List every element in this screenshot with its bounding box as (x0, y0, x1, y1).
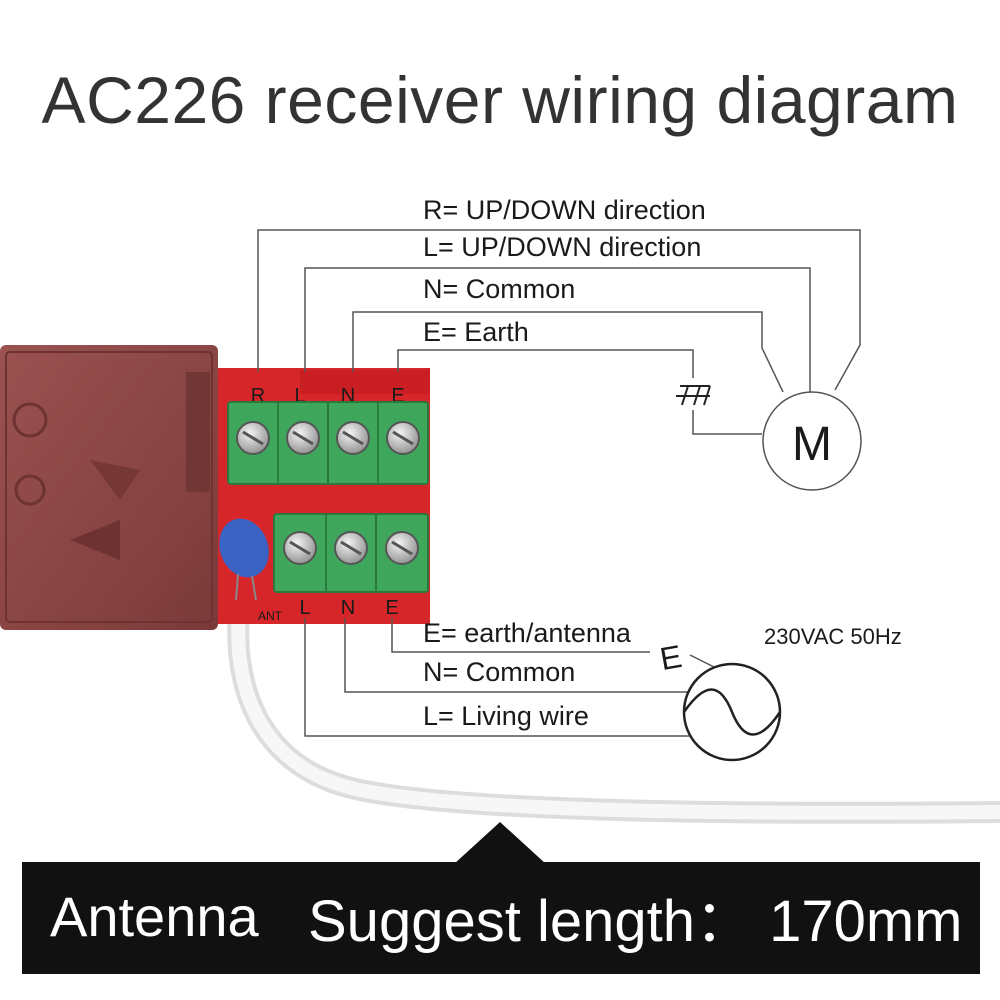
supply-voltage-label: 230VAC 50Hz (764, 624, 902, 649)
input-wires (304, 618, 717, 737)
banner-antenna-text: Antenna (50, 885, 259, 948)
terminal-letter-bottom-e: E (385, 597, 398, 619)
terminal-letter-bottom-l: L (299, 597, 310, 619)
antenna-cable-core (231, 595, 1000, 820)
label-n-common: N= Common (423, 274, 575, 304)
output-wires (257, 229, 861, 435)
motor-symbol (762, 391, 862, 491)
banner-pointer (454, 822, 546, 864)
output-terminal-block (227, 401, 429, 485)
label-l-direction: L= UP/DOWN direction (423, 232, 701, 262)
supply-e-label: E (657, 638, 684, 677)
terminal-letter-bottom-n: N (341, 597, 355, 619)
label-e-earth-antenna: E= earth/antenna (423, 618, 632, 648)
label-l-living-wire: L= Living wire (423, 701, 589, 731)
label-n-common-input: N= Common (423, 657, 575, 687)
ac-supply-symbol (682, 662, 782, 762)
banner-length-text: Suggest length： 170mm (308, 889, 963, 954)
terminal-letter-l: L (294, 385, 305, 407)
transformer (0, 345, 218, 630)
label-e-earth: E= Earth (423, 317, 529, 347)
label-r-direction: R= UP/DOWN direction (423, 195, 706, 225)
input-terminal-block (273, 513, 429, 593)
antenna-banner: Antenna Suggest length： 170mm (22, 862, 980, 974)
ant-label: ANT (258, 609, 283, 623)
page-title: AC226 receiver wiring diagram (41, 63, 959, 137)
capacitor (219, 518, 269, 601)
motor-label: M (792, 418, 832, 471)
earth-symbol (676, 385, 711, 406)
